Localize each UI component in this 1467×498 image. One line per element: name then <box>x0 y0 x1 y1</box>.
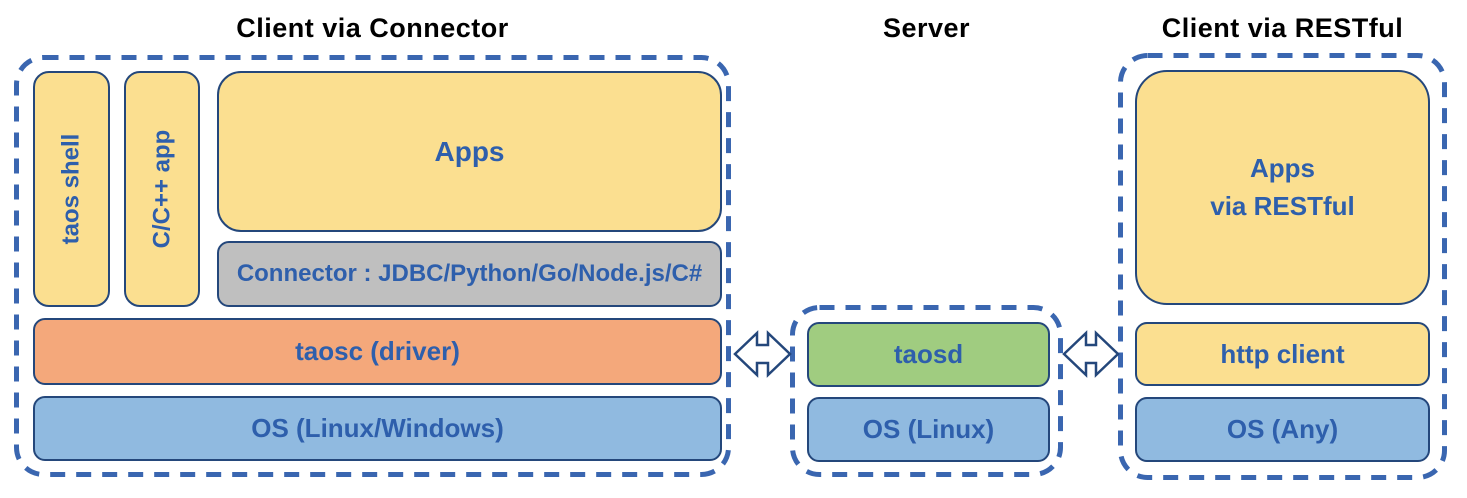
cpp-app-label: C/C++ app <box>148 129 176 249</box>
taosc-driver-box: taosc (driver) <box>33 318 722 385</box>
dashed-container-restful-client <box>1118 53 1447 480</box>
os-any-box: OS (Any) <box>1135 397 1430 462</box>
double-arrow-server-restful-icon <box>1062 330 1120 378</box>
section-title-restful-client: Client via RESTful <box>1161 13 1404 43</box>
double-arrow-client-server-icon <box>733 330 792 378</box>
os-linux-box: OS (Linux) <box>807 397 1050 462</box>
dashed-container-connector-client <box>14 55 731 477</box>
cpp-app-box: C/C++ app <box>124 71 200 307</box>
os-linux-windows-box: OS (Linux/Windows) <box>33 396 722 461</box>
dashed-container-server <box>790 305 1063 477</box>
taosd-box: taosd <box>807 322 1050 387</box>
connector-box: Connector : JDBC/Python/Go/Node.js/C# <box>217 241 722 307</box>
section-title-connector-client: Client via Connector <box>236 13 509 43</box>
taos-shell-box: taos shell <box>33 71 110 307</box>
apps-via-restful-box: Apps via RESTful <box>1135 70 1430 305</box>
http-client-box: http client <box>1135 322 1430 386</box>
taos-shell-label: taos shell <box>57 133 85 245</box>
section-title-server: Server <box>882 13 971 43</box>
apps-box: Apps <box>217 71 722 232</box>
